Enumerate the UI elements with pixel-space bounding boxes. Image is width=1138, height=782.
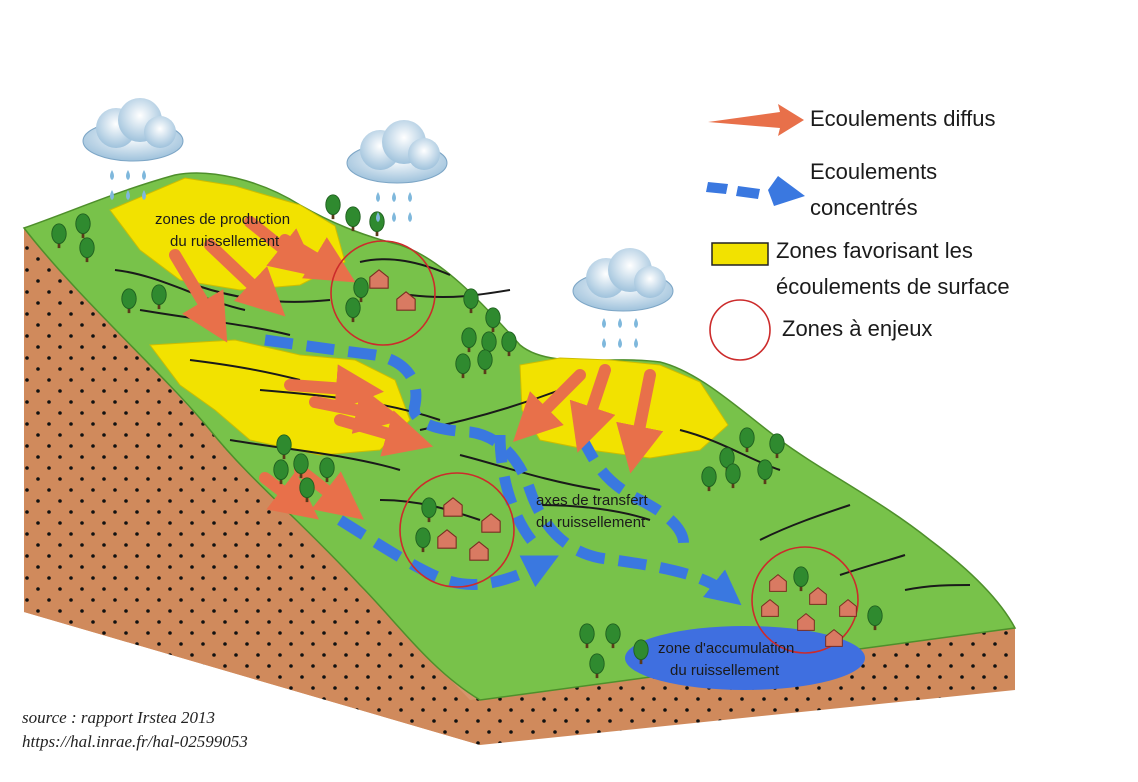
legend-concentrated-arrow	[706, 176, 805, 206]
soil-side	[24, 228, 480, 745]
diffuse-flows	[169, 216, 664, 520]
concentrated-flows	[264, 334, 742, 606]
legend-diffuse-label: Ecoulements diffus	[810, 106, 995, 131]
legend-diffuse-arrow	[708, 104, 804, 136]
source-credit: source : rapport Irstea 2013 https://hal…	[22, 706, 248, 754]
stakes-zones	[330, 240, 859, 654]
production-label: zones de production du ruissellement	[155, 211, 294, 250]
legend-surface-swatch	[711, 242, 769, 266]
source-url: https://hal.inrae.fr/hal-02599053	[22, 732, 248, 751]
accumulation-label: zone d'accumulation du ruissellement	[658, 640, 798, 679]
legend-concentrated-label: Ecoulements concentrés	[810, 159, 943, 220]
legend-stakes-circle	[709, 299, 771, 361]
source-line: source : rapport Irstea 2013	[22, 708, 215, 727]
accumulation-pond	[625, 626, 865, 690]
legend: Ecoulements diffus Ecoulements concentré…	[706, 104, 1010, 361]
legend-stakes-label: Zones à enjeux	[782, 316, 932, 341]
legend-surface-label: Zones favorisant les écoulements de surf…	[776, 238, 1010, 299]
transfer-label: axes de transfert du ruissellement	[536, 492, 652, 531]
